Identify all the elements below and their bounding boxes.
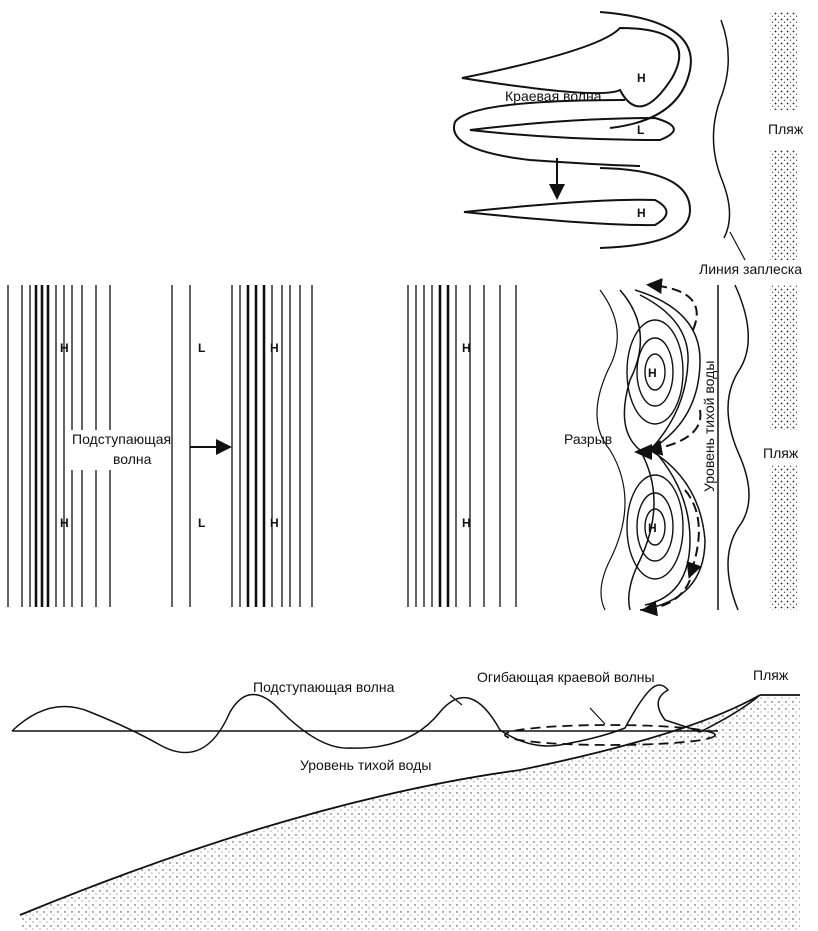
- beach-strip-middle: [770, 285, 798, 430]
- envelope-leader: [590, 708, 605, 724]
- marker-h-mid-1: H: [60, 341, 69, 355]
- bottom-panel: Подступающая волна Огибающая краевой вол…: [12, 667, 800, 931]
- beach-label-top: Пляж: [768, 121, 804, 137]
- marker-h-mid-6: H: [462, 516, 471, 530]
- marker-l-mid-2: L: [198, 516, 205, 530]
- marker-h-rip-2: H: [648, 521, 657, 535]
- beach-strip-top-2: [770, 150, 798, 260]
- edge-wave-label: Краевая волна: [505, 88, 602, 104]
- swash-line-label: Линия заплеска: [699, 261, 802, 277]
- top-panel: H L H Краевая волна Пляж Линия заплеска: [454, 12, 804, 277]
- incoming-wave-label-1: Подступающая: [72, 431, 171, 447]
- marker-l-mid-1: L: [198, 341, 205, 355]
- beach-label-middle: Пляж: [763, 445, 799, 461]
- still-water-level-vertical-label: Уровень тихой воды: [701, 361, 717, 492]
- incoming-wave-label-bottom: Подступающая волна: [253, 679, 395, 695]
- incoming-wave-label-2: волна: [113, 451, 152, 467]
- incoming-wave-leader: [450, 695, 462, 705]
- marker-l-top: L: [637, 123, 644, 137]
- marker-h-rip-1: H: [648, 366, 657, 380]
- rip-label: Разрыв: [564, 431, 612, 447]
- edge-wave-trough-outer: [454, 100, 640, 166]
- marker-h-mid-4: H: [60, 516, 69, 530]
- envelope-label: Огибающая краевой волны: [477, 669, 655, 685]
- marker-h-top-1: H: [637, 71, 646, 85]
- marker-h-top-2: H: [637, 206, 646, 220]
- middle-panel: H L H H H L H H Подступающая волна H H Р…: [8, 285, 799, 610]
- marker-h-mid-3: H: [462, 341, 471, 355]
- swash-line-top: [713, 20, 729, 238]
- swash-leader: [730, 232, 745, 260]
- marker-h-mid-2: H: [270, 341, 279, 355]
- swash-line-middle: [728, 285, 749, 610]
- marker-h-mid-5: H: [270, 516, 279, 530]
- still-water-level-label: Уровень тихой воды: [300, 757, 431, 773]
- beach-label-bottom: Пляж: [753, 667, 789, 683]
- beach-strip-middle-2: [770, 465, 798, 610]
- beach-strip-top: [770, 12, 798, 110]
- contour-outer-left: [597, 290, 625, 610]
